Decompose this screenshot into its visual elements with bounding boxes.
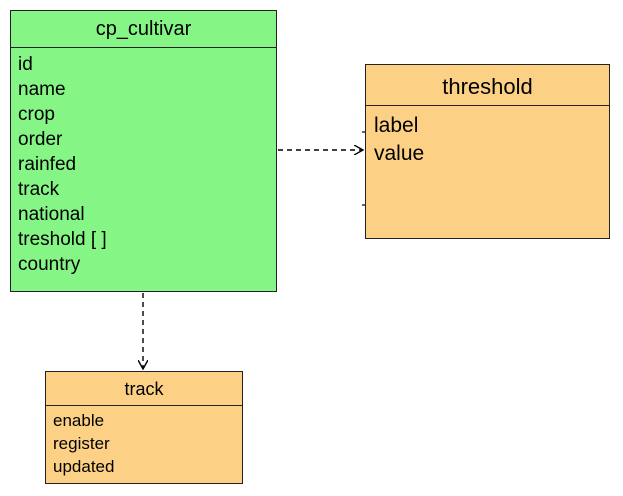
entity-track[interactable]: track enable register updated: [45, 371, 243, 484]
entity-threshold[interactable]: threshold label value: [365, 64, 610, 239]
entity-field: updated: [53, 457, 115, 476]
entity-field: rainfed: [18, 154, 77, 175]
entity-field: value: [374, 142, 425, 165]
entity-field: id: [18, 54, 33, 75]
entity-title: cp_cultivar: [11, 11, 276, 48]
entity-title: threshold: [366, 65, 609, 106]
entity-field: order: [18, 129, 63, 150]
entity-field: national: [18, 204, 85, 225]
entity-field-list: label value: [366, 106, 609, 168]
entity-field: name: [18, 79, 66, 100]
entity-field-list: enable register updated: [46, 406, 242, 478]
entity-field: treshold [ ]: [18, 229, 107, 250]
entity-title: track: [46, 372, 242, 406]
entity-field: country: [18, 254, 81, 275]
entity-field-list: id name crop order rainfed track nationa…: [11, 48, 276, 277]
entity-field: label: [374, 114, 419, 137]
entity-field: track: [18, 179, 60, 200]
entity-field: enable: [53, 411, 105, 430]
entity-field: register: [53, 434, 110, 453]
entity-cp-cultivar[interactable]: cp_cultivar id name crop order rainfed t…: [10, 10, 277, 292]
entity-field: crop: [18, 104, 55, 125]
